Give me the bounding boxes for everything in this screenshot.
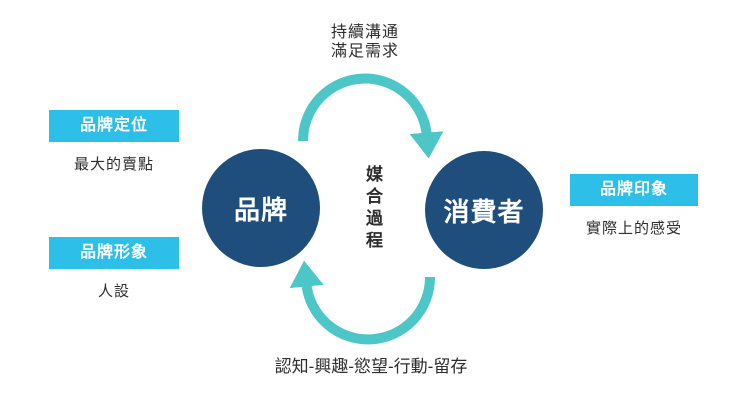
matching-process-label: 媒合過程 bbox=[363, 165, 382, 253]
consumer-node-label: 消費者 bbox=[443, 196, 525, 227]
top-annotation: 持續溝通 滿足需求 bbox=[303, 23, 427, 61]
callout-brand-image-desc: 人設 bbox=[97, 283, 130, 300]
consumer-node: 消費者 bbox=[425, 151, 543, 269]
callout-brand-impression-title: 品牌印象 bbox=[570, 174, 698, 206]
bottom-annotation: 認知-興趣-慾望-行動-留存 bbox=[274, 357, 468, 376]
brand-node-label: 品牌 bbox=[233, 194, 288, 225]
top-annotation-line2: 滿足需求 bbox=[330, 43, 399, 60]
callout-brand-image: 品牌形象 人設 bbox=[49, 237, 179, 301]
top-flow-arrow bbox=[297, 73, 444, 159]
brand-node: 品牌 bbox=[202, 149, 320, 267]
callout-brand-positioning: 品牌定位 最大的賣點 bbox=[49, 110, 179, 174]
bottom-flow-arrow bbox=[289, 260, 436, 345]
callout-brand-positioning-desc: 最大的賣點 bbox=[73, 156, 154, 173]
top-annotation-line1: 持續溝通 bbox=[330, 24, 399, 41]
callout-brand-image-title: 品牌形象 bbox=[49, 237, 179, 269]
callout-brand-positioning-title: 品牌定位 bbox=[49, 110, 179, 142]
callout-brand-impression-desc: 實際上的感受 bbox=[585, 220, 682, 237]
callout-brand-impression: 品牌印象 實際上的感受 bbox=[570, 174, 698, 238]
